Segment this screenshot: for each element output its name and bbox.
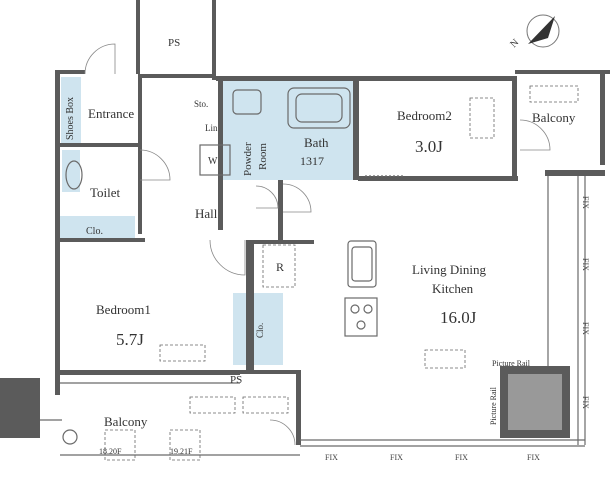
wall-bedroom1-top [60, 238, 145, 242]
wall-top-left [55, 70, 85, 74]
entrance-door [84, 43, 116, 75]
label-clo-left: Clo. [86, 226, 103, 237]
label-sto: Sto. [194, 99, 208, 109]
label-w: W [208, 156, 218, 167]
wall-bedroom1-bottom [55, 370, 240, 375]
column-inner [508, 374, 562, 430]
wall-powder-left [218, 80, 223, 230]
label-bath-size: 1317 [300, 154, 324, 168]
balcony-door [519, 119, 551, 151]
burner-3 [356, 320, 366, 330]
bathtub-inner [295, 93, 343, 123]
toilet-door [139, 149, 171, 181]
sink [232, 89, 262, 115]
label-fix-b1: FIX [325, 453, 338, 462]
label-bath: Bath [304, 135, 329, 150]
label-fix-r3: FIX [581, 322, 590, 335]
label-bedroom1: Bedroom1 [96, 302, 151, 317]
label-picture-rail-top: Picture Rail [492, 359, 531, 368]
label-picture-rail-side: Picture Rail [489, 386, 498, 425]
ldk-door [282, 183, 312, 213]
label-r: R [276, 260, 284, 274]
label-ldk-size: 16.0J [440, 308, 477, 327]
label-ps-bottom: PS [230, 374, 242, 386]
burner-2 [363, 304, 373, 314]
wall-ps-right [212, 0, 216, 80]
shoes-box-area [61, 77, 81, 143]
label-room: Room [257, 143, 269, 170]
label-fix-b2: FIX [390, 453, 403, 462]
kitchen-sink-inner [351, 246, 373, 282]
label-bedroom1-size: 5.7J [116, 330, 144, 349]
wall-ldk-left-lower [296, 370, 301, 445]
wall-left [55, 70, 60, 395]
wall-ldk-top [254, 240, 314, 244]
closet-area-left [60, 216, 135, 238]
wall-balcony-top [515, 70, 610, 74]
label-balcony-bottom: Balcony [104, 414, 148, 429]
label-bedroom2-size: 3.0J [415, 137, 443, 156]
wall-hall-column [246, 240, 254, 370]
outlet-balcony-1 [189, 396, 236, 414]
label-ps-top: PS [168, 37, 180, 49]
wall-ps-left [136, 0, 140, 74]
wall-balcony-right [600, 70, 605, 165]
wall-bedroom2-right [512, 76, 517, 180]
label-shoes-box: Shoes Box [65, 97, 76, 140]
drain [62, 429, 78, 445]
cooktop [344, 297, 378, 337]
wall-bath-right [353, 80, 359, 180]
label-powder: Powder [242, 142, 254, 176]
wall-ldk-left [278, 180, 283, 244]
ac-top [529, 85, 579, 103]
compass-needle [528, 16, 555, 44]
wall-entrance-right [138, 74, 142, 234]
label-hall: Hall [195, 206, 218, 221]
wall-entrance-bottom [60, 143, 140, 147]
label-entrance: Entrance [88, 106, 134, 121]
label-fix-r2: FIX [581, 258, 590, 271]
wall-ps-bottom-top [240, 370, 300, 374]
ac-bedroom1 [159, 344, 206, 362]
label-fix-r4: FIX [581, 396, 590, 409]
label-fix-b3: FIX [455, 453, 468, 462]
label-unit-a: 18.20F [99, 447, 122, 456]
label-ldk-1: Living Dining [412, 262, 487, 277]
label-bedroom2: Bedroom2 [397, 108, 452, 123]
label-unit-b: 19.21F [170, 447, 193, 456]
label-fix-r1: FIX [581, 196, 590, 209]
toilet-bowl [65, 160, 83, 190]
unit-b-box [169, 429, 201, 461]
label-clo-mid: Clo. [255, 323, 265, 338]
wall-ps-bottom [140, 74, 216, 78]
wall-bedroom2-bottom [358, 176, 518, 181]
balcony-ldk-door [269, 419, 296, 446]
washer [199, 144, 231, 176]
closet-area-mid [233, 293, 283, 365]
label-compass-n: N [508, 37, 521, 50]
bottom-left-block [0, 378, 40, 438]
compass-ring [526, 14, 560, 48]
bathtub [287, 87, 351, 129]
label-ldk-2: Kitchen [432, 281, 474, 296]
wall-top [216, 76, 516, 81]
label-toilet: Toilet [90, 185, 121, 200]
label-lin: Lin [205, 123, 218, 133]
ac-bedroom2 [469, 97, 495, 139]
outlet-balcony-2 [242, 396, 289, 414]
powder-door [255, 185, 279, 209]
burner-1 [350, 304, 360, 314]
refrigerator-space [262, 244, 296, 288]
ac-ldk [424, 349, 466, 369]
kitchen-sink [347, 240, 377, 288]
label-balcony-top: Balcony [532, 110, 576, 125]
label-fix-b4: FIX [527, 453, 540, 462]
bedroom1-door [209, 239, 246, 276]
wall-corner-ledge [545, 170, 605, 176]
unit-a-box [104, 429, 136, 461]
